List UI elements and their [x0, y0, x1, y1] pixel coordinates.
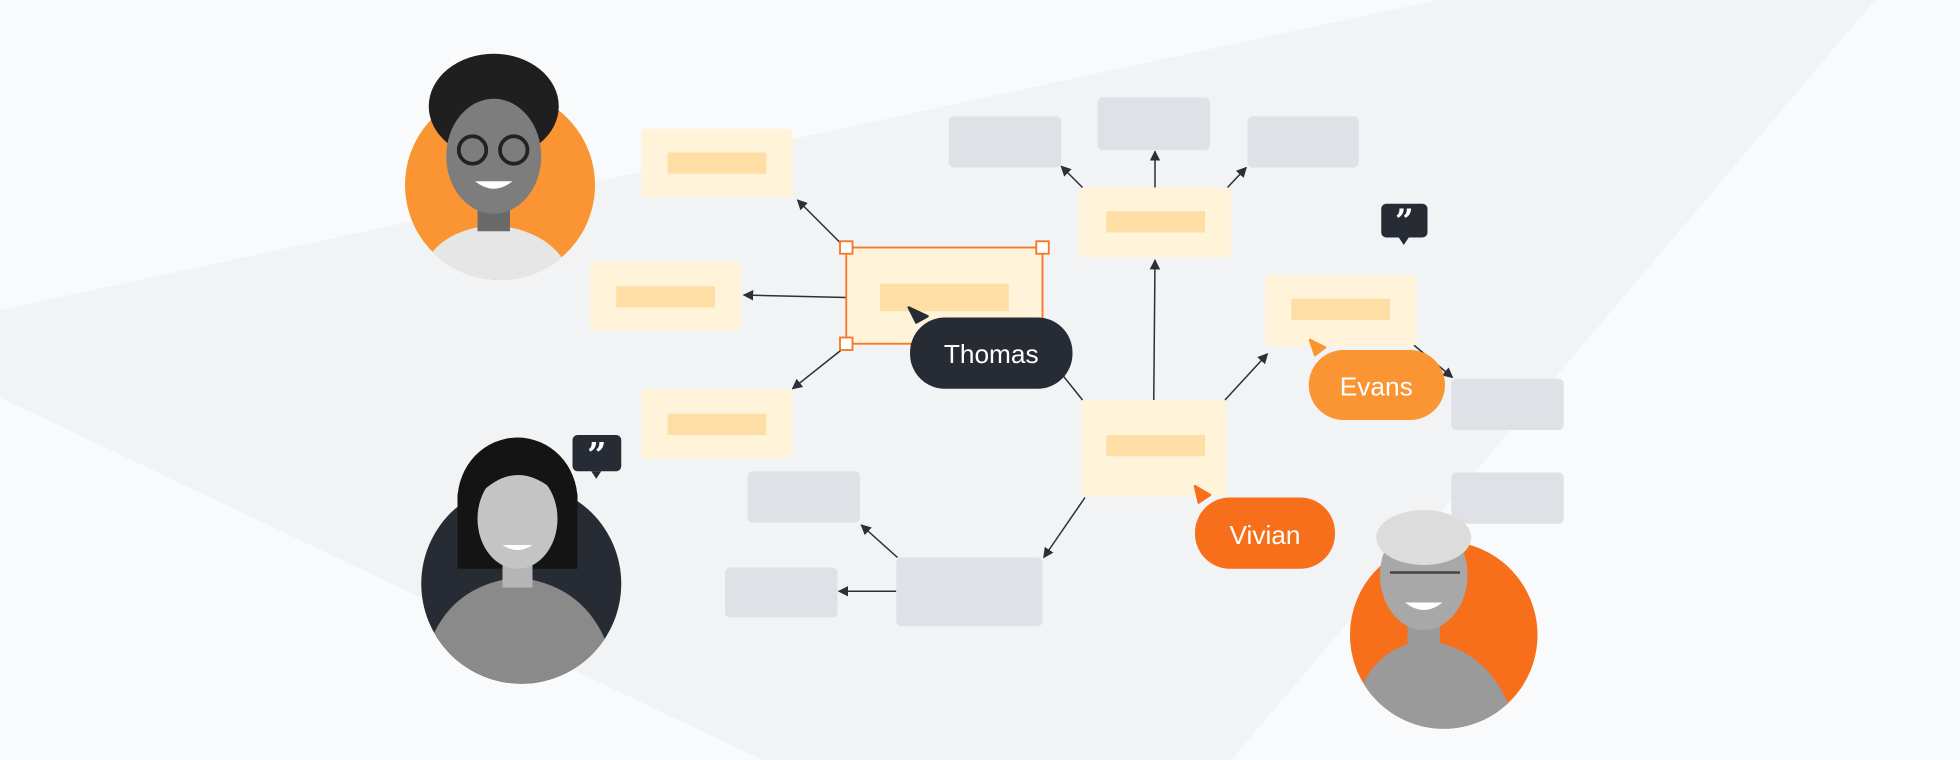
gray-node[interactable] [1247, 116, 1359, 168]
gray-node[interactable] [747, 471, 861, 523]
connectors [742, 150, 1454, 597]
collaborator-cursor-thomas: Thomas [907, 306, 1073, 389]
cursor-arrow-icon [907, 306, 929, 324]
gray-node[interactable] [1451, 472, 1564, 524]
topic-node[interactable] [641, 388, 793, 459]
gray-node[interactable] [948, 116, 1062, 168]
quote-bubble-icon[interactable]: ” [1381, 202, 1428, 246]
avatar [1350, 510, 1538, 729]
gray-node[interactable] [1097, 97, 1211, 151]
cursor-arrow-icon [1193, 485, 1212, 504]
collaborator-label [910, 317, 1073, 389]
resize-handle[interactable] [839, 336, 854, 351]
collaborator-label [1308, 350, 1445, 420]
gray-node[interactable] [896, 557, 1043, 627]
resize-handle[interactable] [1035, 240, 1050, 255]
gray-node[interactable] [725, 567, 838, 618]
central-topic-node[interactable] [1081, 400, 1227, 497]
collaborator-label [1195, 497, 1335, 569]
avatar [405, 53, 595, 280]
collaborator-name: Vivian [1229, 520, 1300, 550]
topic-nodes [590, 128, 1417, 497]
svg-text:”: ” [1395, 202, 1414, 241]
topic-node[interactable] [1078, 187, 1232, 258]
cursor-arrow-icon [1308, 338, 1327, 357]
topic-node[interactable] [590, 261, 742, 332]
svg-text:”: ” [587, 434, 606, 474]
collaborator-cursor-vivian: Vivian [1193, 485, 1335, 569]
resize-handle[interactable] [839, 240, 854, 255]
collaborator-cursor-evans: Evans [1308, 338, 1445, 420]
topic-node[interactable] [641, 128, 793, 198]
collaborator-name: Evans [1340, 371, 1413, 401]
gray-node[interactable] [1451, 378, 1564, 430]
topic-node[interactable] [1265, 275, 1417, 347]
quote-bubble-icon[interactable]: ” [572, 434, 622, 479]
collaborator-name: Thomas [944, 339, 1039, 369]
gray-nodes [725, 97, 1564, 627]
